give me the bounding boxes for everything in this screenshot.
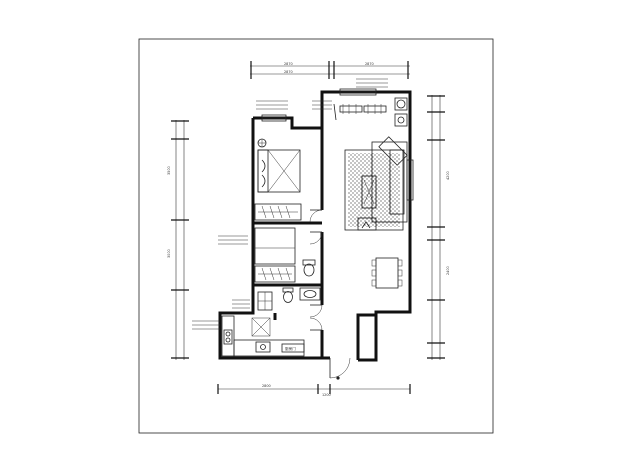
bed-icon xyxy=(257,149,301,193)
door-swing-icon xyxy=(309,304,323,318)
bedroom xyxy=(254,138,323,223)
annotation-block-top-right xyxy=(356,78,388,88)
wardrobe xyxy=(254,203,302,221)
armchair-icon xyxy=(357,217,377,231)
living-room xyxy=(333,97,408,289)
dining-table-icon xyxy=(371,257,403,289)
svg-text:2870: 2870 xyxy=(284,62,293,66)
rug xyxy=(344,149,404,231)
annotation-block-top-left xyxy=(256,100,332,110)
door-swing-icon xyxy=(309,231,323,245)
left-dimension-chain: 3500 3000 xyxy=(167,120,189,360)
entry-door xyxy=(329,357,351,380)
sink-icon xyxy=(255,341,271,353)
drawing-frame xyxy=(138,38,494,434)
kitchen: 厨房门 xyxy=(221,315,323,357)
toilet-icon xyxy=(282,287,294,303)
bathroom xyxy=(257,287,323,318)
right-dimension-chain: 4200 2400 xyxy=(427,95,450,360)
door-swing-icon xyxy=(309,317,323,331)
kitchen-tag: 厨房门 xyxy=(281,343,305,353)
sink-icon xyxy=(299,287,321,301)
coffee-table xyxy=(361,175,377,209)
top-dimension-chain: 2870 2870 2870 xyxy=(250,61,410,79)
tv-cabinet xyxy=(339,104,387,114)
svg-text:3500: 3500 xyxy=(167,166,171,175)
svg-text:2800: 2800 xyxy=(262,384,271,388)
kitchen-tag-label: 厨房门 xyxy=(285,346,296,351)
annotation-block-left-low xyxy=(192,299,250,330)
svg-text:2870: 2870 xyxy=(284,70,293,74)
toilet-icon xyxy=(302,259,316,277)
windows xyxy=(261,88,414,201)
study-room xyxy=(254,227,323,283)
svg-text:3000: 3000 xyxy=(167,249,171,258)
door-swing-icon xyxy=(309,209,323,223)
svg-text:1200: 1200 xyxy=(322,393,331,397)
plant-icon xyxy=(257,138,267,148)
bottom-dimension-chain: 2800 1200 xyxy=(217,384,411,397)
svg-text:2870: 2870 xyxy=(365,62,374,66)
stove-icon xyxy=(223,329,233,345)
svg-text:2400: 2400 xyxy=(446,266,450,275)
svg-text:4200: 4200 xyxy=(446,171,450,180)
annotation-block-left-mid xyxy=(218,235,248,245)
washer-icon xyxy=(394,97,408,127)
